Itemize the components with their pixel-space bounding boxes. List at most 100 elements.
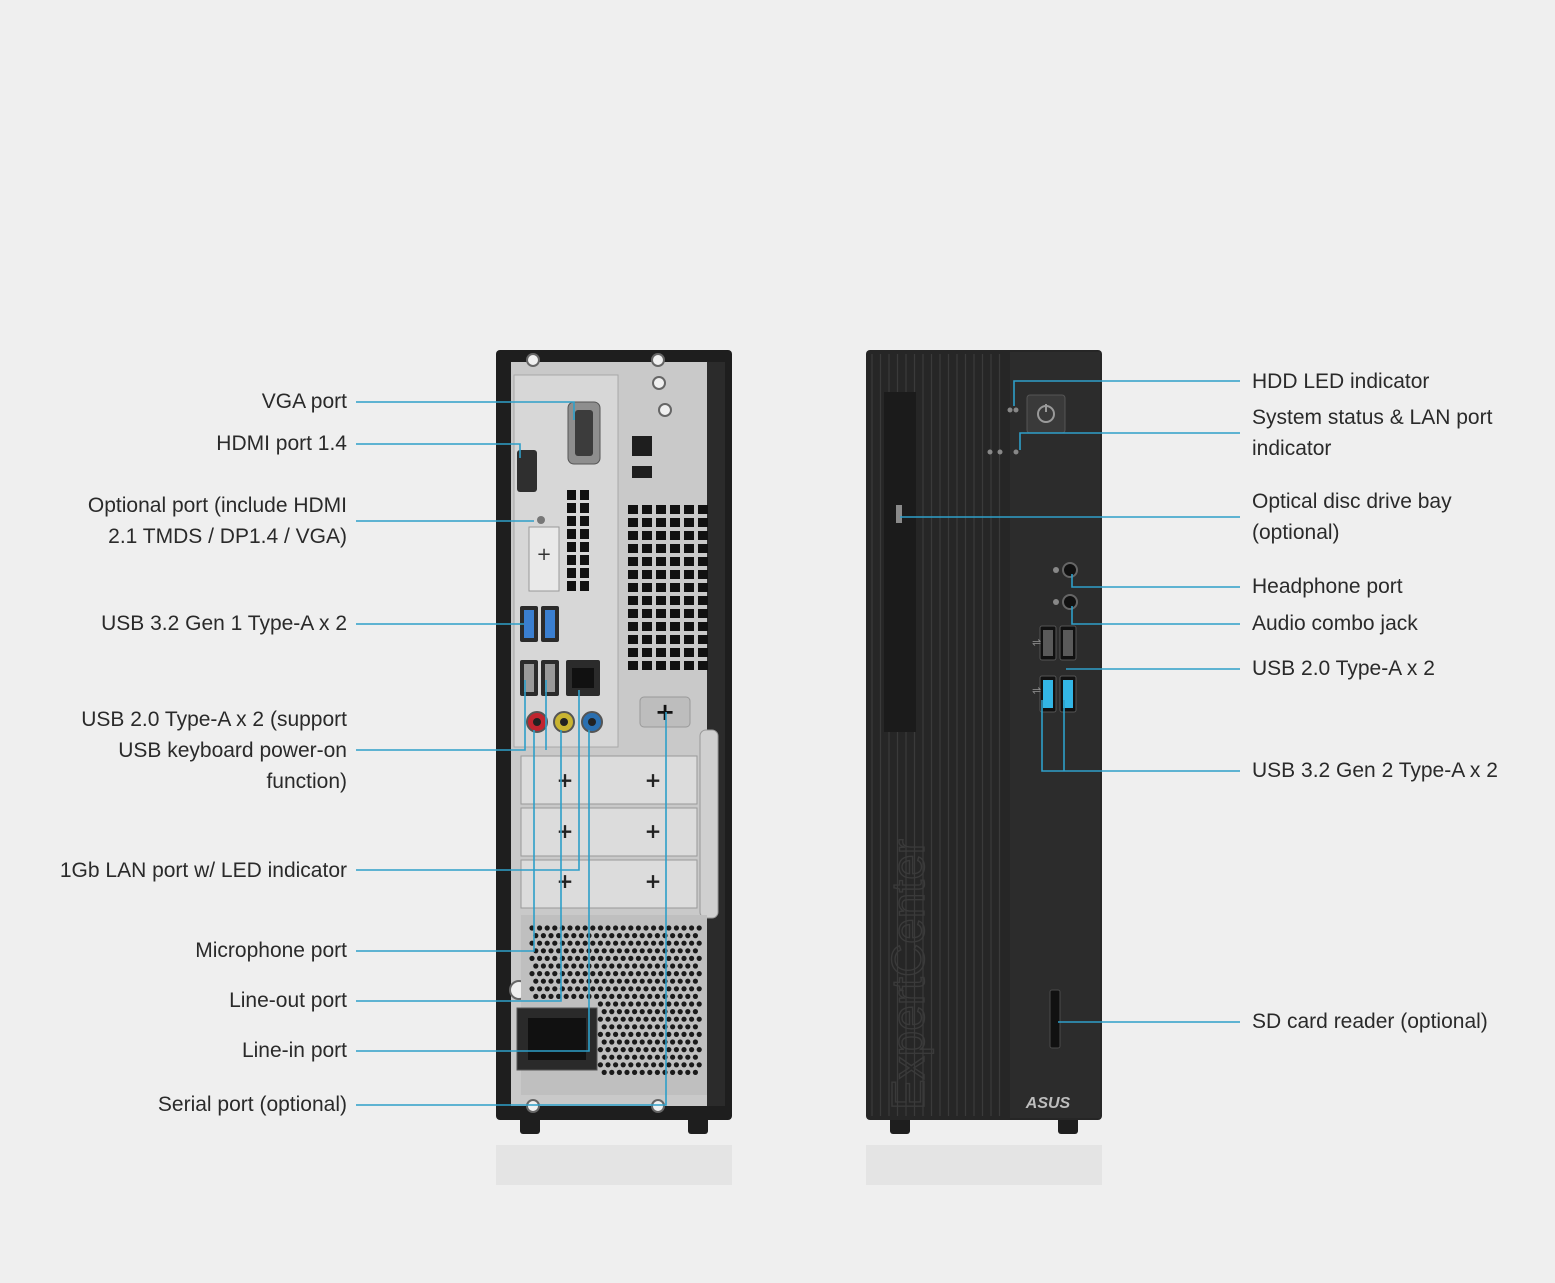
vent-hole [670, 570, 680, 579]
psu-vent-hole [696, 1047, 702, 1053]
psu-vent-hole [651, 1001, 657, 1007]
vent-hole [642, 518, 652, 527]
usb32-gen1-tongue-b [545, 610, 555, 638]
psu-vent-hole [651, 925, 657, 931]
usb20-rear-tongue-a [524, 664, 534, 692]
psu-vent-hole [620, 925, 626, 931]
psu-vent-hole [601, 963, 607, 969]
psu-vent-hole [597, 1001, 604, 1007]
psu-vent-hole [651, 1062, 657, 1068]
vent-hole [580, 503, 589, 513]
vent-hole [567, 503, 576, 513]
optional-port-plus-icon: + [536, 544, 551, 565]
vent-hole [698, 661, 708, 670]
psu-vent-hole [624, 1024, 630, 1030]
vent-hole [670, 648, 680, 657]
psu-vent-hole [673, 1047, 680, 1053]
vent-hole [628, 583, 638, 592]
psu-vent-hole [677, 1054, 683, 1060]
psu-vent-hole [628, 955, 634, 962]
psu-vent-hole [673, 925, 680, 931]
leader-audio-combo [1071, 606, 1240, 625]
psu-vent-hole [639, 963, 645, 969]
vga-port-socket [575, 410, 593, 456]
psu-vent-hole [609, 933, 615, 939]
psu-vent-hole [662, 1054, 668, 1060]
psu-vent-hole [578, 978, 585, 984]
psu-vent-hole [673, 1016, 680, 1022]
vent-hole [642, 531, 652, 540]
hdd-led-dot [1013, 407, 1019, 413]
psu-vent-hole [620, 940, 626, 946]
psu-vent-hole [681, 1047, 687, 1053]
psu-vent-hole [689, 925, 695, 931]
psu-vent-hole [571, 963, 577, 969]
psu-vent-hole [609, 1069, 615, 1075]
psu-vent-hole [544, 955, 550, 962]
leader-vga [356, 401, 575, 420]
psu-vent-hole [673, 986, 680, 992]
psu-vent-hole [632, 1009, 638, 1015]
psu-vent-hole [632, 963, 638, 969]
psu-vent-hole [685, 993, 691, 1000]
psu-vent-hole [658, 1062, 664, 1068]
psu-vent-hole [529, 955, 535, 962]
vent-hole [580, 581, 589, 591]
psu-vent-hole [552, 955, 558, 962]
psu-vent-hole [613, 955, 619, 962]
psu-vent-hole [556, 963, 562, 969]
psu-vent-hole [689, 1031, 695, 1037]
psu-vent-hole [605, 955, 611, 962]
label-usb32-gen2: USB 3.2 Gen 2 Type-A x 2 [1252, 759, 1498, 782]
psu-vent-hole [643, 925, 649, 931]
psu-vent-hole [685, 1024, 691, 1030]
psu-vent-hole [628, 1062, 634, 1068]
psu-vent-hole [681, 1016, 687, 1022]
label-line-in-port: Line-in port [241, 1039, 347, 1062]
psu-vent-hole [670, 933, 676, 939]
odd-bay-cover [884, 392, 916, 732]
psu-vent-hole [692, 1054, 699, 1060]
front-reflection [866, 1145, 1102, 1185]
psu-vent-hole [632, 1054, 638, 1060]
psu-vent-hole [624, 963, 630, 969]
psu-vent-hole [616, 933, 623, 939]
psu-vent-hole [616, 1009, 623, 1015]
psu-vent-hole [590, 925, 596, 931]
vent-hole [670, 544, 680, 553]
vent-hole [684, 622, 694, 631]
psu-vent-hole [635, 971, 642, 977]
psu-vent-hole [651, 1047, 657, 1053]
psu-vent-hole [651, 955, 657, 962]
psu-vent-hole [635, 986, 642, 992]
psu-vent-hole [635, 1047, 642, 1053]
psu-vent-hole [613, 940, 619, 946]
psu-vent-hole [605, 986, 611, 992]
psu-vent-hole [635, 925, 642, 931]
psu-vent-hole [620, 971, 626, 977]
psu-vent-hole [613, 1001, 619, 1007]
psu-vent-hole [571, 978, 577, 984]
psu-vent-hole [654, 1009, 661, 1015]
psu-vent-hole [681, 1031, 687, 1037]
psu-vent-hole [670, 948, 676, 954]
vent-hole [642, 661, 652, 670]
psu-vent-hole [681, 1062, 687, 1068]
vent-hole [628, 518, 638, 527]
psu-vent-hole [605, 925, 611, 931]
odd-eject-indicator [896, 505, 902, 523]
vent-hole [670, 661, 680, 670]
psu-vent-hole [639, 933, 645, 939]
psu-vent-hole [689, 986, 695, 992]
label-mic-port: Microphone port [195, 939, 347, 962]
psu-vent-hole [594, 963, 600, 969]
psu-vent-hole [540, 963, 547, 969]
vent-hole [698, 648, 708, 657]
headset-icon [1053, 599, 1059, 605]
psu-vent-hole [666, 1031, 672, 1037]
psu-vent-hole [597, 1047, 604, 1053]
psu-vent-hole [563, 948, 569, 954]
psu-vent-hole [609, 993, 615, 1000]
label-hdd-led: HDD LED indicator [1252, 370, 1430, 393]
psu-vent-hole [628, 1016, 634, 1022]
